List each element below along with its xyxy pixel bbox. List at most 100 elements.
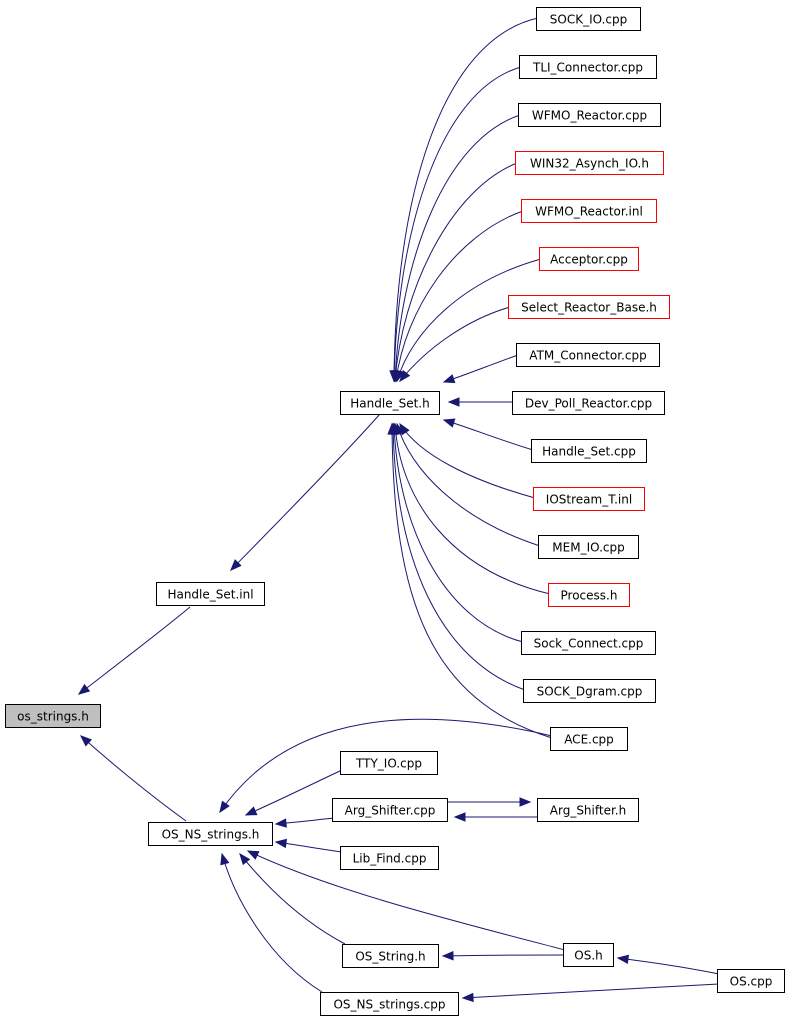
edge-line: [395, 210, 524, 382]
node-atm-connector-cpp[interactable]: ATM_Connector.cpp: [516, 343, 660, 367]
node-label: Select_Reactor_Base.h: [521, 301, 657, 315]
arrowhead-icon: [246, 850, 260, 860]
edge-handle-set-cpp-to-handle-set-h: [442, 418, 534, 451]
node-label: TLI_Connector.cpp: [532, 61, 643, 75]
node-label: Process.h: [561, 589, 618, 603]
edge-os-h-to-os-string-h: [441, 951, 564, 961]
node-lib-find-cpp[interactable]: Lib_Find.cpp: [340, 846, 439, 870]
node-box: [521, 199, 657, 223]
edge-mem-io-cpp-to-handle-set-h: [395, 422, 541, 547]
edge-select-reactor-base-h-to-handle-set-h: [399, 306, 511, 383]
edge-line: [80, 735, 187, 822]
edge-ace-cpp-to-handle-set-h: [387, 422, 553, 739]
node-label: IOStream_T.inl: [546, 493, 632, 507]
edge-line: [394, 162, 518, 382]
node-label: OS_String.h: [355, 950, 425, 964]
arrowhead-icon: [387, 422, 397, 435]
node-label: Lib_Find.cpp: [353, 852, 427, 866]
node-wfmo-reactor-cpp[interactable]: WFMO_Reactor.cpp: [518, 103, 661, 127]
node-box: [340, 391, 440, 415]
edge-line: [247, 850, 566, 951]
edge-line: [392, 423, 526, 691]
node-os-cpp[interactable]: OS.cpp: [717, 969, 785, 993]
arrowhead-icon: [274, 838, 288, 849]
node-process-h[interactable]: Process.h: [548, 583, 630, 607]
node-label: TTY_IO.cpp: [355, 757, 422, 771]
edge-tli-connector-cpp-to-handle-set-h: [389, 66, 522, 383]
node-os-strings-h: os_strings.h: [5, 704, 101, 728]
edge-os-h-to-os-ns-strings-h: [246, 850, 566, 951]
node-os-h[interactable]: OS.h: [563, 943, 614, 967]
node-handle-set-cpp[interactable]: Handle_Set.cpp: [531, 439, 647, 463]
edge-line: [396, 423, 541, 547]
node-box: [156, 582, 265, 606]
edge-line: [396, 258, 542, 382]
arrowhead-icon: [441, 951, 454, 961]
edge-arg-shifter-cpp-to-os-ns-strings-h: [274, 817, 335, 828]
node-label: Handle_Set.inl: [167, 588, 253, 602]
node-label: WFMO_Reactor.inl: [535, 205, 643, 219]
edge-iostream-t-inl-to-handle-set-h: [399, 422, 536, 499]
node-box: [508, 295, 670, 319]
node-box: [5, 704, 101, 728]
node-label: WIN32_Asynch_IO.h: [530, 157, 649, 171]
node-box: [148, 822, 273, 846]
node-arg-shifter-cpp[interactable]: Arg_Shifter.cpp: [332, 798, 448, 822]
nodes-layer: os_strings.h Handle_Set.inl Handle_Set.hOS…: [5, 7, 785, 1016]
node-iostream-t-inl[interactable]: IOStream_T.inl: [533, 487, 645, 511]
arrowhead-icon: [442, 374, 456, 384]
node-sock-io-cpp[interactable]: SOCK_IO.cpp: [536, 7, 641, 31]
node-handle-set-inl[interactable]: Handle_Set.inl: [156, 582, 265, 606]
node-box: [516, 343, 660, 367]
node-dev-poll-reactor-cpp[interactable]: Dev_Poll_Reactor.cpp: [512, 391, 665, 415]
arrowhead-icon: [399, 369, 411, 383]
node-box: [533, 487, 645, 511]
edge-atm-connector-cpp-to-handle-set-h: [442, 354, 519, 384]
node-box: [548, 583, 630, 607]
node-os-ns-strings-cpp[interactable]: OS_NS_strings.cpp: [320, 992, 459, 1016]
edge-os-ns-strings-h-to-os-strings-h: [79, 735, 187, 822]
node-os-ns-strings-h[interactable]: OS_NS_strings.h: [148, 822, 273, 846]
arrowhead-icon: [219, 800, 230, 814]
node-ace-cpp[interactable]: ACE.cpp: [550, 727, 628, 751]
edge-line: [230, 413, 381, 571]
node-mem-io-cpp[interactable]: MEM_IO.cpp: [538, 535, 639, 559]
edge-line: [443, 419, 534, 451]
edge-line: [617, 957, 720, 975]
node-box: [717, 969, 785, 993]
node-sock-connect-cpp[interactable]: Sock_Connect.cpp: [521, 631, 656, 655]
node-box: [518, 103, 661, 127]
edge-process-h-to-handle-set-h: [390, 422, 551, 595]
node-label: ACE.cpp: [564, 733, 614, 747]
node-select-reactor-base-h[interactable]: Select_Reactor_Base.h: [508, 295, 670, 319]
node-win32-asynch-io-h[interactable]: WIN32_Asynch_IO.h: [515, 151, 664, 175]
arrowhead-icon: [395, 369, 405, 383]
node-handle-set-h[interactable]: Handle_Set.h: [340, 391, 440, 415]
node-sock-dgram-cpp[interactable]: SOCK_Dgram.cpp: [523, 679, 656, 703]
node-wfmo-reactor-inl[interactable]: WFMO_Reactor.inl: [521, 199, 657, 223]
node-box: [342, 944, 439, 968]
node-box: [340, 751, 438, 775]
edge-arg-shifter-h-to-arg-shifter-cpp: [453, 812, 537, 822]
edge-os-string-h-to-os-ns-strings-h: [239, 852, 346, 945]
edge-line: [442, 954, 564, 957]
arrowhead-icon: [220, 852, 230, 866]
node-box: [320, 992, 459, 1016]
node-acceptor-cpp[interactable]: Acceptor.cpp: [539, 247, 639, 271]
node-box: [519, 55, 657, 79]
edge-line: [399, 306, 511, 382]
node-box: [332, 798, 448, 822]
edge-os-cpp-to-os-ns-strings-cpp: [461, 983, 720, 1003]
node-tty-io-cpp[interactable]: TTY_IO.cpp: [340, 751, 438, 775]
edge-lib-find-cpp-to-os-ns-strings-h: [274, 838, 343, 853]
node-os-string-h[interactable]: OS_String.h: [342, 944, 439, 968]
node-box: [539, 247, 639, 271]
node-box: [537, 798, 639, 822]
node-box: [563, 943, 614, 967]
arrowhead-icon: [519, 797, 532, 807]
node-label: Dev_Poll_Reactor.cpp: [525, 397, 652, 411]
node-arg-shifter-h[interactable]: Arg_Shifter.h: [537, 798, 639, 822]
edge-line: [393, 66, 522, 382]
node-tli-connector-cpp[interactable]: TLI_Connector.cpp: [519, 55, 657, 79]
arrowhead-icon: [274, 818, 287, 828]
